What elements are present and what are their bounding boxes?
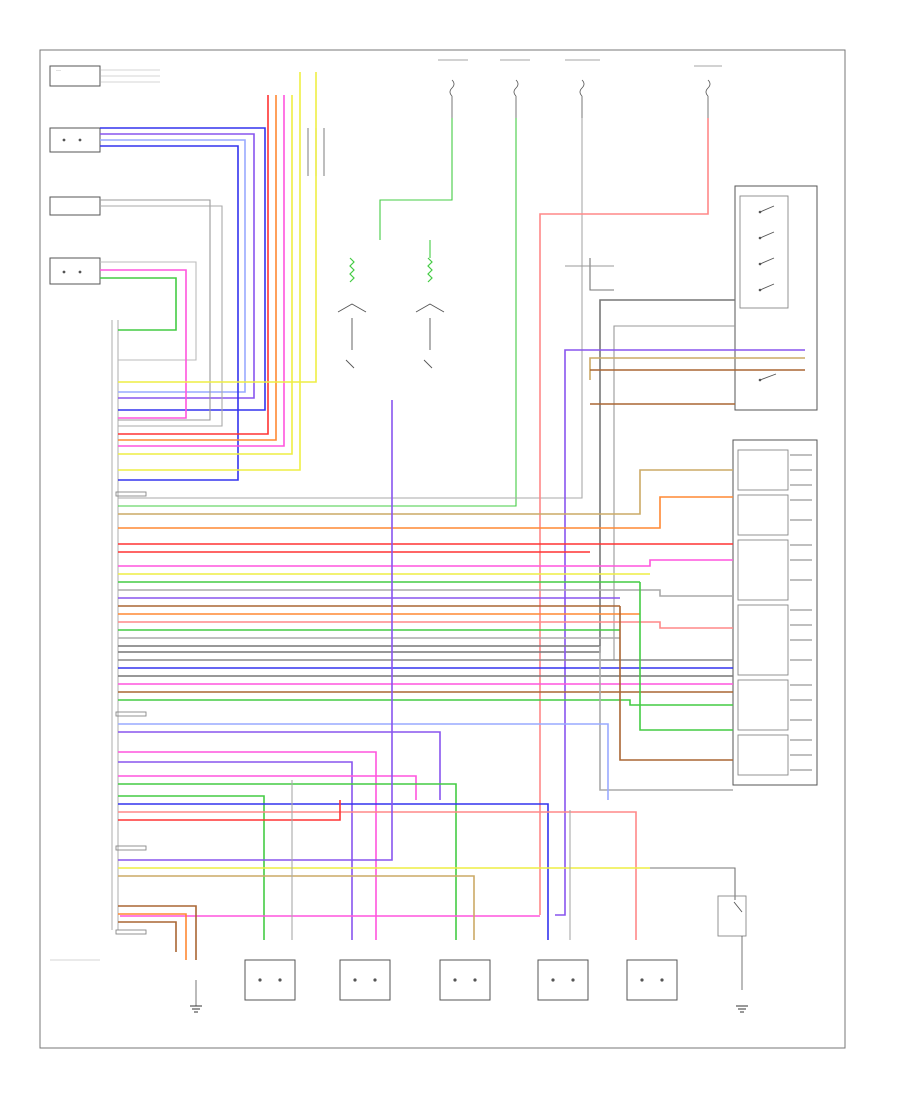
diagram-frame (39, 49, 846, 1049)
wires-horizontal-bus (118, 469, 733, 791)
motor-2 (339, 959, 391, 1001)
top-left-connector: ····· (49, 65, 160, 87)
motor-4 (537, 959, 589, 1001)
left-switch-1 (49, 127, 101, 153)
wires-motor-feeds (118, 400, 736, 960)
memory-switch (734, 185, 818, 411)
ground-right (736, 1005, 748, 1013)
fuse-4 (694, 65, 722, 118)
door-switch (717, 895, 747, 990)
mid-switch-left (337, 257, 367, 369)
motor-1 (244, 959, 296, 1001)
motor-5 (626, 959, 678, 1001)
svg-text:·····: ····· (56, 69, 61, 73)
left-switch-2 (49, 196, 101, 216)
wires-top-verticals (118, 72, 325, 471)
seat-switch-assembly (732, 439, 818, 786)
fuse-3 (565, 59, 600, 118)
wires-fuse-feeds (118, 118, 709, 915)
wires-memory (118, 258, 805, 916)
motor-3 (439, 959, 491, 1001)
fuse-2 (500, 59, 530, 118)
mid-switch-right (415, 257, 445, 369)
ground-left (190, 980, 202, 1013)
fuse-1 (438, 59, 468, 118)
left-switch-3 (49, 257, 101, 285)
seat-control-module (50, 320, 147, 961)
wires-top-left (100, 127, 266, 481)
